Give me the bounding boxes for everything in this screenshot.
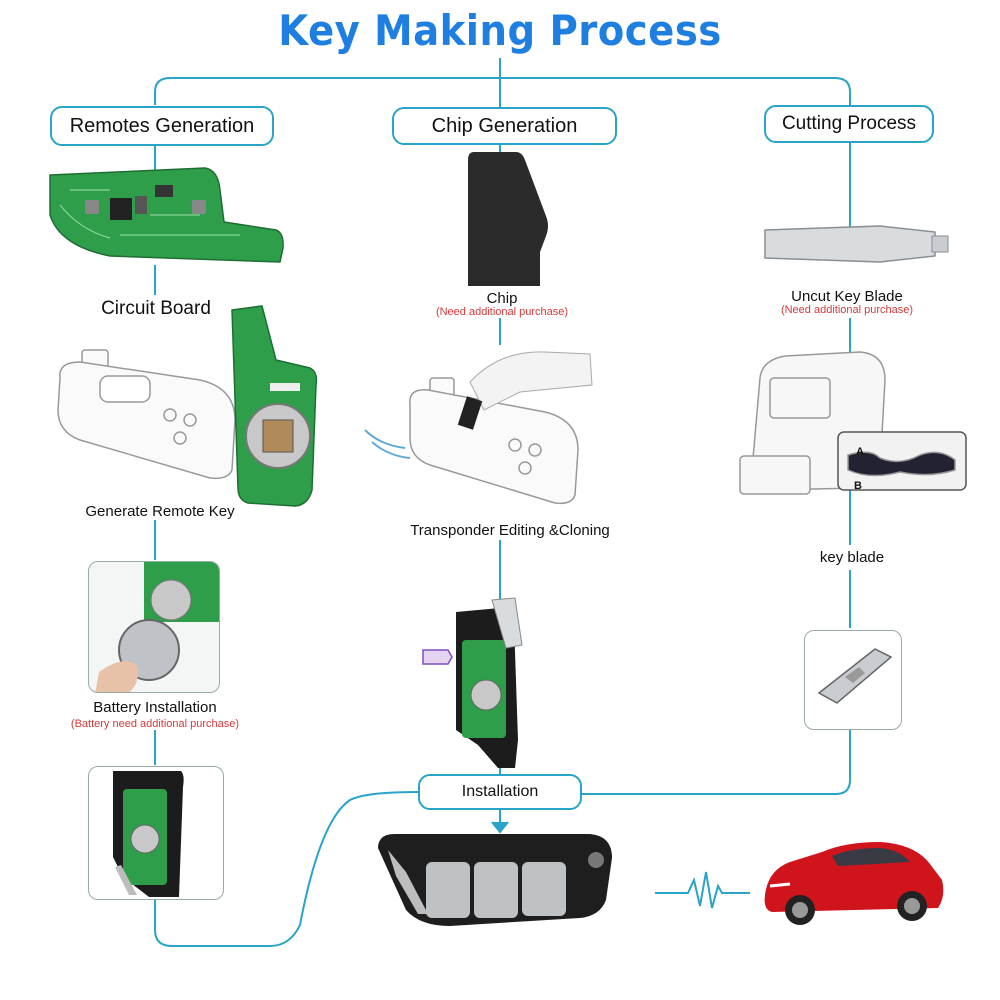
pill-cutting-process: Cutting Process — [764, 105, 934, 143]
key-assembly-photo — [88, 766, 224, 900]
key-blade-photo — [804, 630, 902, 730]
key-blade-closeup-icon — [817, 648, 893, 704]
blade-label-b: B — [854, 480, 862, 492]
uncut-blade-icon — [764, 225, 949, 263]
blade-label-a: A — [856, 446, 864, 458]
flip-key-bottom-icon — [378, 834, 612, 926]
caption-generate-remote-key: Generate Remote Key — [85, 503, 235, 520]
caption-transponder-editing: Transponder Editing &Cloning — [410, 522, 610, 539]
coin-battery-icon — [95, 562, 219, 692]
caption-circuit-board: Circuit Board — [101, 298, 211, 319]
circuit-board-icon — [49, 167, 284, 263]
key-cutting-machine-icon — [739, 351, 967, 495]
pill-remotes-generation: Remotes Generation — [50, 106, 274, 146]
caption-uncut-key-blade: Uncut Key Blade — [791, 288, 903, 305]
remote-outline-icon — [57, 349, 236, 480]
note-chip: (Need additional purchase) — [435, 306, 569, 318]
caption-key-blade: key blade — [819, 549, 885, 566]
transponder-chip-icon — [468, 152, 548, 286]
pill-installation: Installation — [418, 774, 582, 810]
open-key-pcb-icon — [113, 771, 184, 897]
remote-with-hand-icon — [364, 351, 593, 505]
flip-key-fob-icon — [422, 597, 523, 768]
remote-pcb-icon — [231, 305, 318, 507]
page-title: Key Making Process — [278, 6, 722, 55]
note-uncut-blade: (Need additional purchase) — [780, 304, 914, 316]
pulse-signal-icon — [655, 871, 750, 909]
battery-photo — [88, 561, 220, 693]
note-battery: (Battery need additional purchase) — [70, 718, 240, 730]
pill-chip-generation: Chip Generation — [392, 107, 617, 145]
caption-battery-installation: Battery Installation — [93, 699, 217, 716]
caption-chip: Chip — [486, 290, 518, 307]
red-car-icon — [764, 842, 944, 925]
